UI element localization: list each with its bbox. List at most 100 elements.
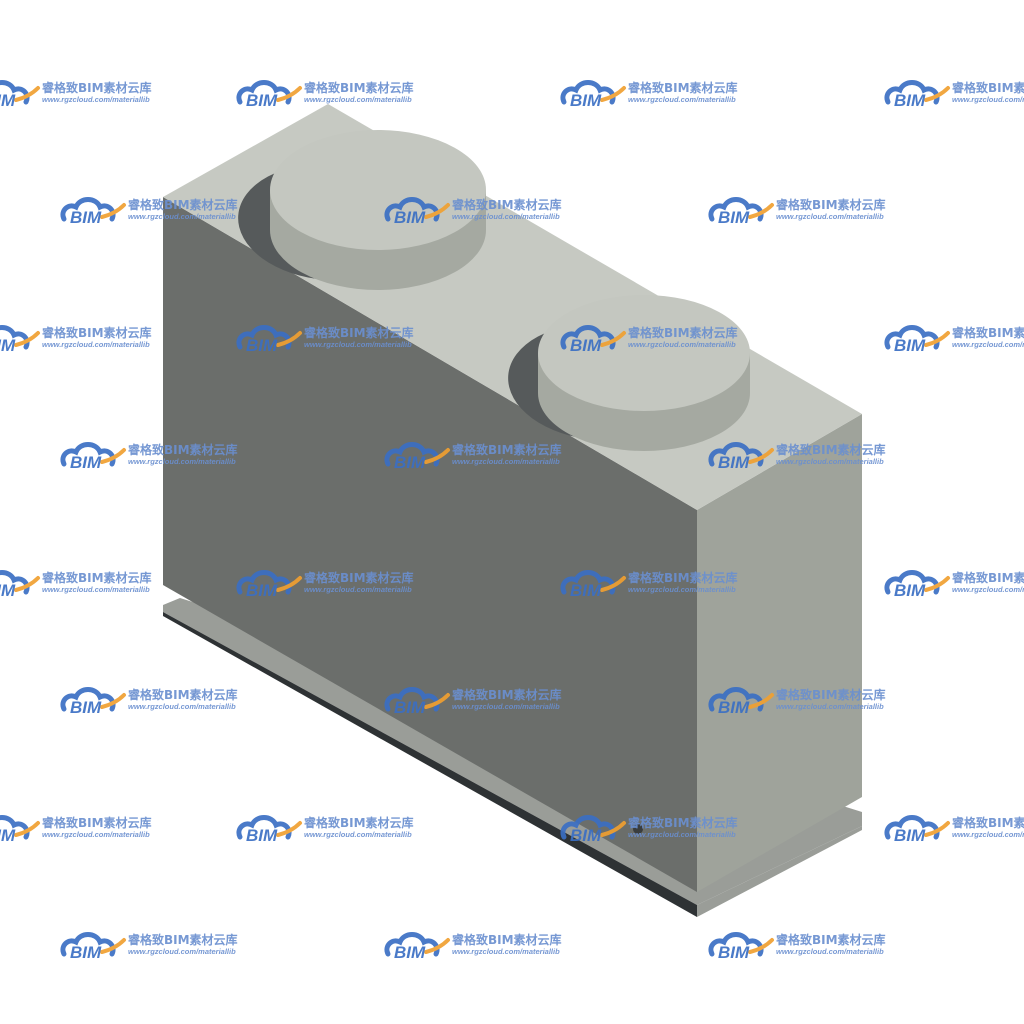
watermark-url-text: www.rgzcloud.com/materiallib <box>776 212 884 221</box>
watermark-url-text: www.rgzcloud.com/materiallib <box>776 702 884 711</box>
watermark-brand-text: 睿格致BIM素材云库 <box>452 197 562 212</box>
logo-swoosh-icon <box>424 203 450 219</box>
watermark-tile: BIM睿格致BIM素材云库www.rgzcloud.com/materialli… <box>0 570 152 600</box>
logo-swoosh-icon <box>924 86 950 102</box>
watermark-brand-text: 睿格致BIM素材云库 <box>452 932 562 947</box>
watermark-logo-text: BIM <box>718 208 750 227</box>
cloud-logo-icon <box>60 442 116 467</box>
watermark-tile: BIM睿格致BIM素材云库www.rgzcloud.com/materialli… <box>560 570 738 600</box>
watermark-url-text: www.rgzcloud.com/materiallib <box>304 585 412 594</box>
logo-swoosh-icon <box>100 693 126 709</box>
cloud-logo-icon <box>560 325 616 350</box>
cloud-logo-icon <box>0 570 30 595</box>
cloud-logo-icon <box>384 932 440 957</box>
block-front-face <box>163 197 697 892</box>
watermark-tile: BIM睿格致BIM素材云库www.rgzcloud.com/materialli… <box>60 442 238 472</box>
watermark-tile: BIM 睿格致BIM素材云库www.rgzcloud.com/materialli… <box>708 932 886 962</box>
watermark-url-text: www.rgzcloud.com/materiallib <box>42 830 150 839</box>
watermark-logo-text: BIM <box>70 943 102 962</box>
watermark-url-text: www.rgzcloud.com/materiallib <box>952 340 1024 349</box>
watermark-url-text: www.rgzcloud.com/materiallib <box>628 95 736 104</box>
logo-swoosh-icon <box>924 331 950 347</box>
logo-swoosh-icon <box>600 331 626 347</box>
cap-disc-2-top <box>538 295 750 411</box>
watermark-url-text: www.rgzcloud.com/materiallib <box>776 947 884 956</box>
watermark-logo-text: BIM <box>0 91 16 110</box>
watermark-brand-text: 睿格致BIM素材云库 <box>42 325 152 340</box>
watermark-brand-text: 睿格致BIM素材云库 <box>304 570 414 585</box>
watermark-tile: BIM 睿格致BIM素材云库www.rgzcloud.com/materialli… <box>236 80 414 110</box>
watermark-url-text: www.rgzcloud.com/materiallib <box>128 947 236 956</box>
logo-swoosh-icon <box>100 938 126 954</box>
watermark-url-text: www.rgzcloud.com/materiallib <box>452 212 560 221</box>
watermark-url-text: www.rgzcloud.com/materiallib <box>42 95 150 104</box>
watermark-tile: BIM睿格致BIM素材云库www.rgzcloud.com/materialli… <box>708 687 886 717</box>
watermark-logo-text: BIM <box>0 826 16 845</box>
logo-swoosh-icon <box>600 86 626 102</box>
cap-disc-1-top <box>270 130 486 250</box>
watermark-tile: BIM睿格致BIM素材云库www.rgzcloud.com/materialli… <box>60 932 238 962</box>
watermark-logo-text: BIM <box>894 826 926 845</box>
watermark-brand-text: 睿格致BIM素材云库 <box>128 197 238 212</box>
watermark-tile: BIM睿格致BIM素材云库www.rgzcloud.com/materialli… <box>236 570 414 600</box>
watermark-logo-text: BIM <box>70 208 102 227</box>
cloud-logo-icon <box>884 325 940 350</box>
cloud-logo-icon <box>884 570 940 595</box>
watermark-brand-text: 睿格致BIM素材云库 <box>952 815 1024 830</box>
watermark-logo-text: BIM <box>70 698 102 717</box>
cloud-logo-icon <box>60 932 116 957</box>
watermark-tile: BIM睿格致BIM素材云库www.rgzcloud.com/materialli… <box>60 687 238 717</box>
logo-swoosh-icon <box>424 938 450 954</box>
logo-swoosh-icon <box>276 821 302 837</box>
watermark-brand-text: 睿格致BIM素材云库 <box>952 570 1024 585</box>
watermark-tile: BIM睿格致BIM素材云库www.rgzcloud.com/materialli… <box>884 815 1024 845</box>
watermark-url-text: www.rgzcloud.com/materiallib <box>952 585 1024 594</box>
cloud-logo-icon <box>236 570 292 595</box>
logo-swoosh-icon <box>14 821 40 837</box>
logo-swoosh-icon <box>276 576 302 592</box>
logo-swoosh-icon <box>424 693 450 709</box>
watermark-tile: BIM睿格致BIM素材云库www.rgzcloud.com/materialli… <box>384 932 562 962</box>
logo-swoosh-icon <box>748 203 774 219</box>
cloud-logo-icon <box>0 815 30 840</box>
watermark-logo-text: BIM <box>570 581 602 600</box>
cloud-logo-icon <box>0 80 30 105</box>
cloud-logo-icon <box>384 687 440 712</box>
watermark-brand-text: 睿格致BIM素材云库 <box>628 815 738 830</box>
watermark-brand-text: 睿格致BIM素材云库 <box>304 80 414 95</box>
watermark-logo-text: BIM <box>894 581 926 600</box>
watermark-logo-text: BIM <box>246 91 278 110</box>
watermark-logo-text: BIM <box>894 336 926 355</box>
watermark-url-text: www.rgzcloud.com/materiallib <box>452 702 560 711</box>
watermark-tile: BIM睿格致BIM素材云库www.rgzcloud.com/materialli… <box>236 325 414 355</box>
logo-swoosh-icon <box>748 448 774 464</box>
watermark-logo-text: BIM <box>718 943 750 962</box>
watermark-brand-text: 睿格致BIM素材云库 <box>776 197 886 212</box>
logo-swoosh-icon <box>100 448 126 464</box>
watermark-url-text: www.rgzcloud.com/materiallib <box>628 830 736 839</box>
logo-swoosh-icon <box>748 938 774 954</box>
watermark-brand-text: 睿格致BIM素材云库 <box>452 442 562 457</box>
watermark-tile: BIM睿格致BIM素材云库www.rgzcloud.com/materialli… <box>0 815 152 845</box>
cloud-logo-icon <box>560 570 616 595</box>
watermark-tile: BIM睿格致BIM素材云库www.rgzcloud.com/materialli… <box>884 325 1024 355</box>
watermark-logo-text: BIM <box>718 453 750 472</box>
watermark-brand-text: 睿格致BIM素材云库 <box>304 815 414 830</box>
watermark-url-text: www.rgzcloud.com/materiallib <box>304 95 412 104</box>
logo-swoosh-icon <box>276 86 302 102</box>
watermark-tile: BIM睿格致BIM素材云库www.rgzcloud.com/materialli… <box>560 80 738 110</box>
watermark-brand-text: 睿格致BIM素材云库 <box>776 687 886 702</box>
watermark-logo-text: BIM <box>394 943 426 962</box>
base-plate-front <box>163 612 697 917</box>
watermark-logo-text: BIM <box>0 581 16 600</box>
logo-swoosh-icon <box>14 86 40 102</box>
watermark-tile: BIM睿格致BIM素材云库www.rgzcloud.com/materialli… <box>384 442 562 472</box>
watermark-tile: BIM 睿格致BIM素材云库www.rgzcloud.com/materialli… <box>884 570 1024 600</box>
watermark-url-text: www.rgzcloud.com/materiallib <box>42 585 150 594</box>
watermark-brand-text: 睿格致BIM素材云库 <box>128 687 238 702</box>
watermark-brand-text: 睿格致BIM素材云库 <box>776 932 886 947</box>
cloud-logo-icon <box>236 80 292 105</box>
watermark-brand-text: 睿格致BIM素材云库 <box>628 325 738 340</box>
